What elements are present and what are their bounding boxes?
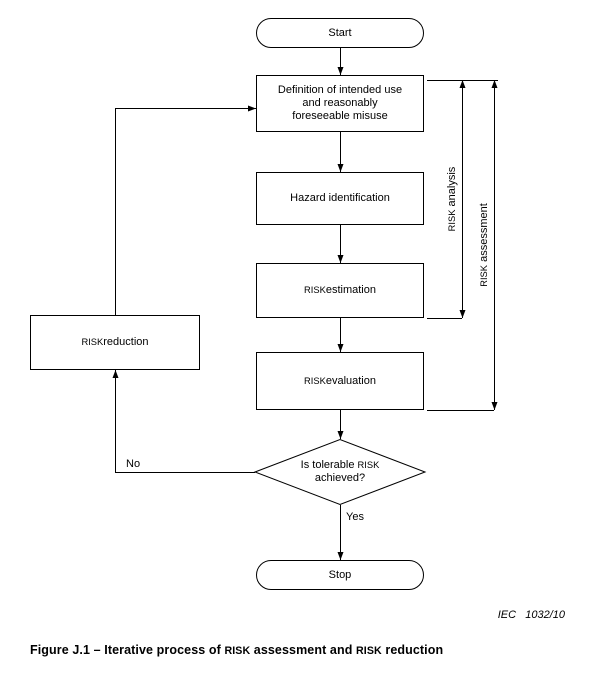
no-label: No	[126, 458, 141, 470]
decision-diamond	[253, 438, 427, 506]
edge-no-to-reduction	[112, 370, 255, 473]
hazard-identification-node: Hazard identification	[256, 172, 424, 225]
risk-estimation-node: RISK estimation	[256, 263, 424, 318]
definition-node: Definition of intended use and reasonabl…	[256, 75, 424, 132]
risk-analysis-bracket-label: RISK analysis	[446, 166, 458, 232]
decision-label: Is tolerable RISK achieved?	[300, 459, 380, 484]
risk-evaluation-node: RISK evaluation	[256, 352, 424, 410]
figure-caption: Figure J.1 – Iterative process of RISK a…	[30, 643, 444, 657]
connector-lines	[112, 48, 498, 560]
risk-reduction-node: RISK reduction	[30, 315, 200, 370]
stop-node: Stop	[256, 560, 424, 590]
edge-reduction-to-definition	[115, 105, 256, 315]
yes-label: Yes	[346, 511, 364, 523]
iec-reference-footnote: IEC 1032/10	[497, 609, 565, 621]
risk-assessment-bracket-label: RISK assessment	[478, 203, 490, 287]
start-node: Start	[256, 18, 424, 48]
